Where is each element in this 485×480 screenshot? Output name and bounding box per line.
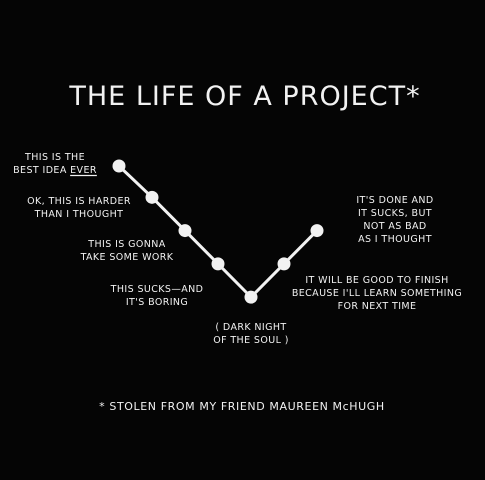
data-point-6 [277, 257, 291, 271]
data-point-5 [244, 290, 258, 304]
footnote: * STOLEN FROM MY FRIEND MAUREEN McHUGH [99, 400, 385, 413]
data-point-7 [310, 224, 324, 238]
chart-title: THE LIFE OF A PROJECT* [68, 81, 420, 112]
data-point-3 [178, 224, 192, 238]
plot-area [112, 159, 324, 304]
data-point-2 [145, 190, 159, 204]
data-point-1 [112, 159, 126, 173]
data-point-4 [211, 257, 225, 271]
